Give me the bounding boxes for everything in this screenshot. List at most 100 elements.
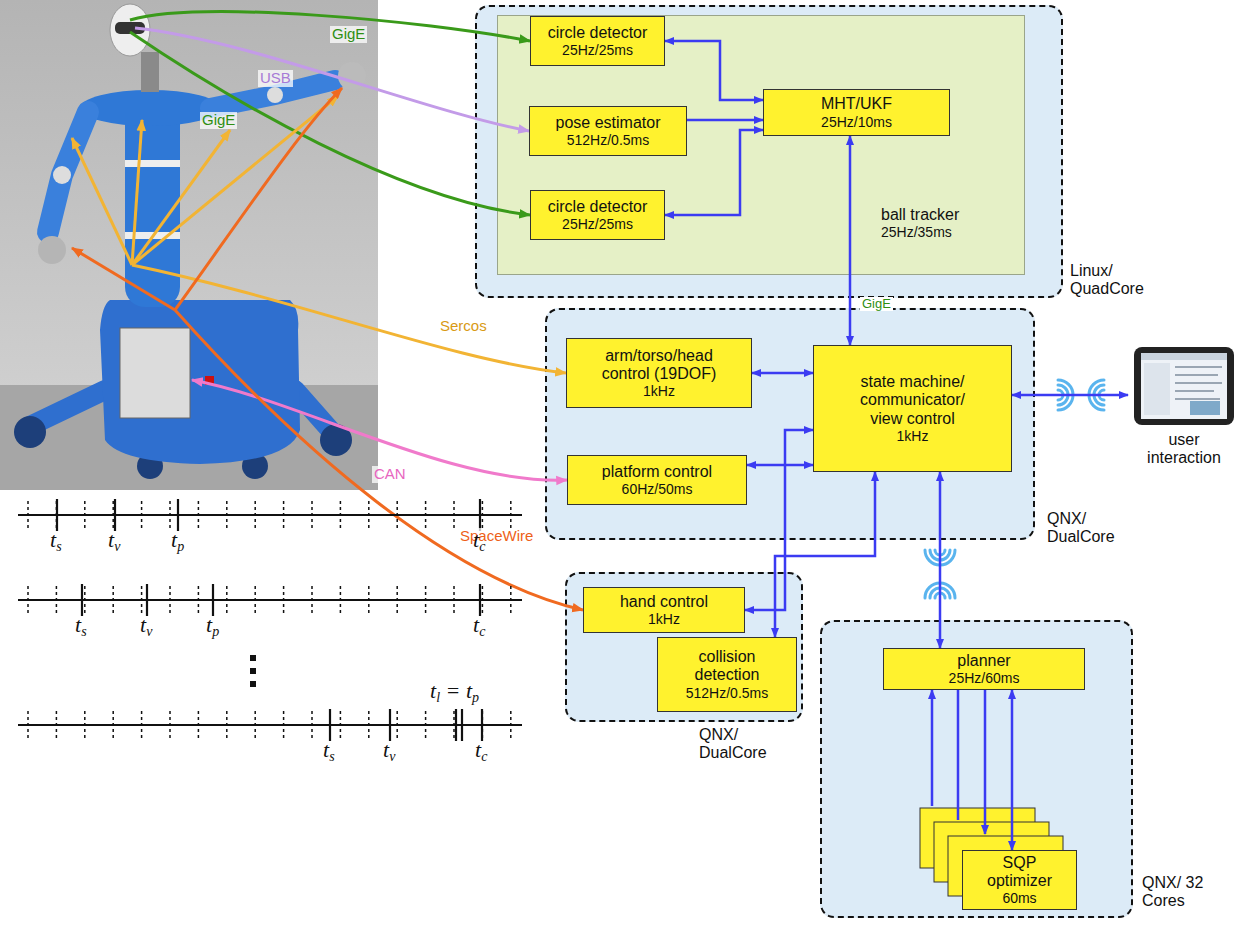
time-symbol: t [473,612,479,637]
time-subscript: s [329,749,334,764]
time-subscript: v [114,539,120,554]
box-title: collision detection [672,648,782,685]
box-title: SQP optimizer [975,854,1065,891]
wire-cable [72,248,175,310]
time-label: tc [473,614,485,639]
timeline [28,501,511,529]
bus-label: SpaceWire [458,528,535,545]
time-label: tp [206,614,219,639]
robot-photo [48,112,88,232]
box-title: platform control [602,463,712,481]
box-title: arm/torso/head control (19DOF) [584,347,734,384]
time-symbol: t [475,737,481,762]
process-box: MHT/UKF25Hz/10ms [763,89,950,136]
robot-photo [141,52,159,92]
core-label: Linux/ QuadCore [1070,262,1160,299]
time-subscript: c [479,539,485,554]
robot-photo [267,87,283,103]
robot-photo [125,160,180,167]
timeline [250,668,256,674]
tablet-icon [1130,345,1238,427]
rate-label: 25Hz/10ms [821,114,892,130]
time-subscript: v [146,624,152,639]
bus-label: GigE [200,112,237,129]
bus-label: Sercos [438,318,489,335]
rate-label: 60Hz/50ms [622,481,693,497]
tablet-icon [1190,401,1220,415]
rate-label: 25Hz/25ms [562,42,633,58]
connector-arrow [687,119,763,122]
time-symbol: t [473,527,479,552]
wire-cable [132,120,142,265]
process-box: planner25Hz/60ms [883,648,1085,690]
rate-label: 25Hz/25ms [562,216,633,232]
box-title: state machine/ communicator/ view contro… [850,373,975,428]
connector-arrow [1012,394,1128,397]
process-box: pose estimator512Hz/0.5ms [529,106,687,156]
time-label: tv [140,614,152,639]
device-label: user interaction [1139,431,1229,468]
time-subscript: s [81,624,86,639]
time-symbol: t [50,527,56,552]
connector-arrow [1011,690,1014,850]
connector-arrow [939,472,942,648]
time-symbol: t [383,737,389,762]
label-block: QNX/ DualCore [699,726,789,763]
time-subscript: p [212,624,219,639]
time-symbol: t [323,737,329,762]
timeline [57,499,482,741]
time-symbol: t [140,612,146,637]
time-symbol: t [171,527,177,552]
rate-label: 1kHz [897,428,929,444]
time-subscript: p [177,539,184,554]
robot-photo [53,166,71,184]
time-label: tv [108,529,120,554]
rate-label: 1kHz [648,611,680,627]
timeline [28,711,511,739]
process-box: state machine/ communicator/ view contro… [813,345,1012,472]
rate-label: 512Hz/0.5ms [686,685,768,701]
tablet-icon [1141,353,1227,419]
time-symbol: t [108,527,114,552]
process-box: circle detector25Hz/25ms [530,16,665,66]
time-label: ts [323,739,335,764]
process-box: collision detection512Hz/0.5ms [657,637,797,712]
box-title: planner [957,652,1010,670]
connector-arrow [752,372,813,375]
box-title: hand control [620,593,708,611]
time-subscript: l [436,690,440,705]
box-title: pose estimator [556,114,661,132]
module-label: 25Hz/35ms [881,224,1031,240]
time-symbol: t [206,612,212,637]
bus-label: GigE [330,26,367,43]
box-title: circle detector [548,198,648,216]
wire-cable [135,28,529,131]
timeline [250,681,256,687]
label-block: QNX/ DualCore [1047,510,1137,547]
rate-label: 25Hz/60ms [949,670,1020,686]
box-title: circle detector [548,24,648,42]
time-subscript: s [56,539,61,554]
process-box: arm/torso/head control (19DOF)1kHz [566,338,752,408]
box-title: MHT/UKF [821,95,892,113]
time-label: tc [473,529,485,554]
core-label: QNX/ 32 Cores [1142,874,1232,911]
time-subscript: c [481,749,487,764]
link-label: GigE [860,297,893,311]
process-box: platform control60Hz/50ms [567,455,747,505]
time-symbol: t [430,678,436,703]
bus-label: USB [258,70,293,87]
label-block: ball tracker25Hz/35ms [881,206,1031,240]
timeline [28,586,511,614]
timeline [250,655,256,661]
time-subscript: p [472,690,479,705]
time-label: tl = tp [430,680,479,705]
time-label: tp [171,529,184,554]
time-symbol: t [466,678,472,703]
time-label: ts [75,614,87,639]
module-label: ball tracker [881,206,1031,224]
tablet-icon [1144,363,1170,415]
time-label: tc [475,739,487,764]
label-block: Linux/ QuadCore [1070,262,1160,299]
